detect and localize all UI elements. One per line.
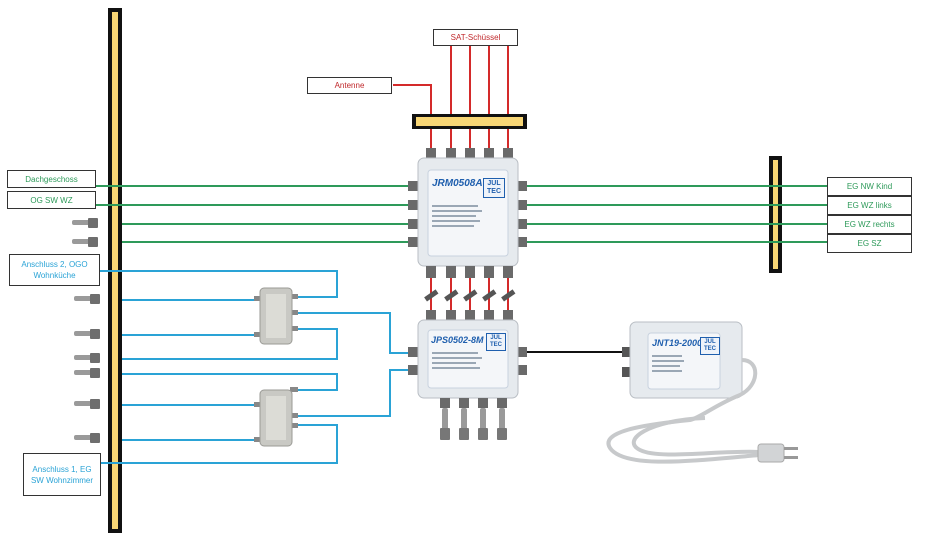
power-plug-icon <box>757 443 798 463</box>
blue-line-anschluss2 <box>96 270 338 298</box>
power-supply-device <box>606 321 798 464</box>
splitter-1 <box>254 287 298 345</box>
blue-lines <box>96 270 418 464</box>
sat-feed-lines <box>393 45 509 150</box>
extension-brand-badge: JUL TEC <box>486 333 506 351</box>
splitter-2 <box>254 387 298 447</box>
power-supply-model-label: JNT19-2000 <box>652 338 703 348</box>
blue-line-splitter1-out <box>297 312 418 354</box>
terminator-cap-icon <box>74 353 100 363</box>
blue-line-5 <box>122 373 338 391</box>
blue-line-splitter2-out <box>297 369 418 417</box>
output-label-anschluss-2: Anschluss 2, OGO Wohnküche <box>9 254 100 286</box>
terminator-cap-icon <box>72 218 98 228</box>
terminator-cap-icon <box>74 399 100 409</box>
output-label-og-sw-wz: OG SW WZ <box>7 191 96 209</box>
output-label-anschluss-1: Anschluss 1, EG SW Wohnzimmer <box>23 453 101 496</box>
terminator-cap-icon <box>72 237 98 247</box>
extension-model-label: JPS0502-8M <box>431 335 484 345</box>
terminator-cap-icon <box>74 368 100 378</box>
terminator-caps <box>72 218 100 443</box>
blue-line-anschluss1 <box>96 424 338 464</box>
top-cable-bus-fill <box>416 117 523 126</box>
green-lines-left <box>96 185 418 243</box>
multiswitch-model-label: JRM0508A <box>432 178 483 189</box>
antenna-label: Antenne <box>307 77 392 94</box>
green-lines-right <box>522 185 828 243</box>
output-label-eg-wz-rechts: EG WZ rechts <box>827 215 912 234</box>
terminator-cap-icon <box>74 329 100 339</box>
output-label-dachgeschoss: Dachgeschoss <box>7 170 96 188</box>
output-label-eg-sz: EG SZ <box>827 234 912 253</box>
output-label-eg-nw-kind: EG NW Kind <box>827 177 912 196</box>
terminator-cap-icon <box>74 294 100 304</box>
right-cable-bus-fill <box>773 160 778 269</box>
extension-bottom-terminators <box>440 398 507 440</box>
multiswitch-device <box>408 148 527 278</box>
blue-line-4 <box>122 328 338 360</box>
output-label-eg-wz-links: EG WZ links <box>827 196 912 215</box>
terminator-cap-icon <box>74 433 100 443</box>
power-supply-brand-badge: JUL TEC <box>700 337 720 355</box>
multiswitch-brand-badge: JUL TEC <box>483 178 505 198</box>
sat-dish-label: SAT-Schüssel <box>433 29 518 46</box>
inter-device-cables <box>424 278 516 322</box>
